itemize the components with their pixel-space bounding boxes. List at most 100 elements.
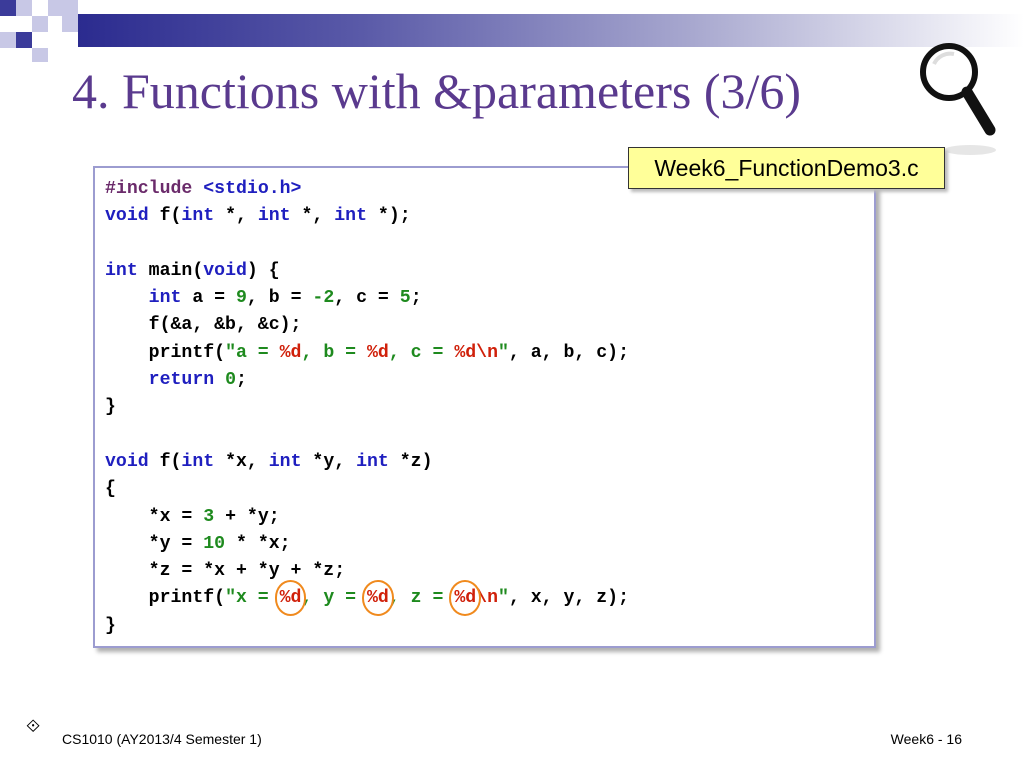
code-token: " [498,588,509,609]
code-token: int [356,451,389,472]
code-token: %d\n [454,342,498,363]
code-token: int [257,206,291,227]
magnifier-icon [920,43,996,155]
code-token: *x = [105,506,204,527]
code-token: int [334,206,368,227]
code-token: void [203,260,247,281]
code-token: + *y; [214,506,280,527]
header-gradient-bar [78,14,1024,47]
code-token: f(&a, &b, &c); [105,315,302,336]
corner-square-6 [48,0,64,16]
code-line: *x = 3 + *y; [105,504,629,531]
corner-square-5 [16,32,32,48]
code-token: , x, y, z); [508,588,629,609]
code-token: f( [148,451,182,472]
code-token: void [105,206,149,227]
corner-square-3 [32,16,48,32]
code-line: printf("x = %d, y = %d, z = %d\n", x, y,… [105,580,629,617]
footer-bullet-icon: ⟐ [26,716,41,736]
code-line: f(&a, &b, &c); [105,312,629,339]
code-token: <stdio.h> [192,179,302,199]
code-token: } [105,397,116,418]
code-line: *y = 10 * *x; [105,531,629,558]
code-token: *, [214,206,258,227]
code-token: *, [290,206,335,227]
code-token: return [148,370,215,391]
code-line: } [105,613,629,640]
code-token: 0 [225,370,237,391]
code-token: *y = [105,533,204,554]
code-token: *y, [301,451,357,472]
code-line: void f(int *, int *, int *); [105,203,629,230]
code-token: "a = [225,342,280,363]
code-token: } [105,615,116,636]
code-token: , z = [388,588,455,609]
code-token: ) { [246,260,280,281]
code-line: return 0; [105,367,629,394]
code-panel: #include <stdio.h>void f(int *, int *, i… [93,166,876,648]
slide-title: 4. Functions with &parameters (3/6) [72,63,802,119]
code-line: *z = *x + *y + *z; [105,558,629,585]
code-token: f( [148,206,182,227]
code-token: int [181,206,215,227]
code-token: 3 [203,506,215,527]
code-token: , b = [301,342,367,363]
code-token: , c = [334,288,400,309]
code-token: " [498,342,509,363]
code-token: -2 [312,288,335,309]
code-token: #include [105,179,193,199]
highlighted-format-specifier: %d [274,580,307,617]
code-token: printf( [105,588,226,609]
code-token: int [105,260,138,281]
code-line: int main(void) { [105,258,629,285]
highlighted-format-specifier: %d [449,580,481,617]
code-token: int [268,451,302,472]
code-token: 10 [203,533,226,554]
highlighted-format-specifier: %d [362,580,394,617]
code-line: #include <stdio.h> [105,176,629,203]
file-name-label: Week6_FunctionDemo3.c [628,147,945,189]
code-token: printf( [105,342,226,363]
code-block: #include <stdio.h>void f(int *, int *, i… [105,176,629,640]
code-line: { [105,476,629,503]
code-token: int [148,288,182,309]
corner-square-2 [16,0,32,16]
code-token [105,370,149,390]
code-token: , a, b, c); [508,342,629,363]
code-token: *z) [388,451,433,472]
code-token: *z = *x + *y + *z; [105,561,346,582]
code-token: ; [236,370,247,391]
code-token: \n [476,588,499,609]
code-token: void [105,451,149,472]
code-token: , b = [246,288,313,309]
code-token [105,288,149,308]
code-token: %d [279,342,302,363]
code-token: %d [366,342,389,363]
code-token: *); [367,206,411,227]
corner-square-7 [62,0,78,32]
code-token: *x, [214,451,269,472]
code-token: a = [181,288,236,309]
code-token: ; [410,288,422,309]
corner-square-1 [0,0,16,16]
code-token: * *x; [225,533,291,554]
code-line [105,422,629,449]
code-token: 9 [236,288,247,309]
code-token: "x = [225,588,280,609]
code-token: 5 [399,288,411,309]
footer-page-number: Week6 - 16 [890,731,962,747]
code-token [214,370,225,390]
code-token: , y = [301,588,367,609]
code-line: void f(int *x, int *y, int *z) [105,449,629,476]
code-line: } [105,394,629,421]
code-token: int [181,451,215,472]
code-token: , c = [388,342,455,363]
code-line [105,231,629,258]
corner-square-4 [0,32,16,48]
corner-square-8 [32,48,48,62]
code-line: printf("a = %d, b = %d, c = %d\n", a, b,… [105,340,629,367]
code-token: { [105,479,116,500]
code-token: main( [137,260,204,281]
code-line: int a = 9, b = -2, c = 5; [105,285,629,312]
footer-course: CS1010 (AY2013/4 Semester 1) [62,731,262,747]
